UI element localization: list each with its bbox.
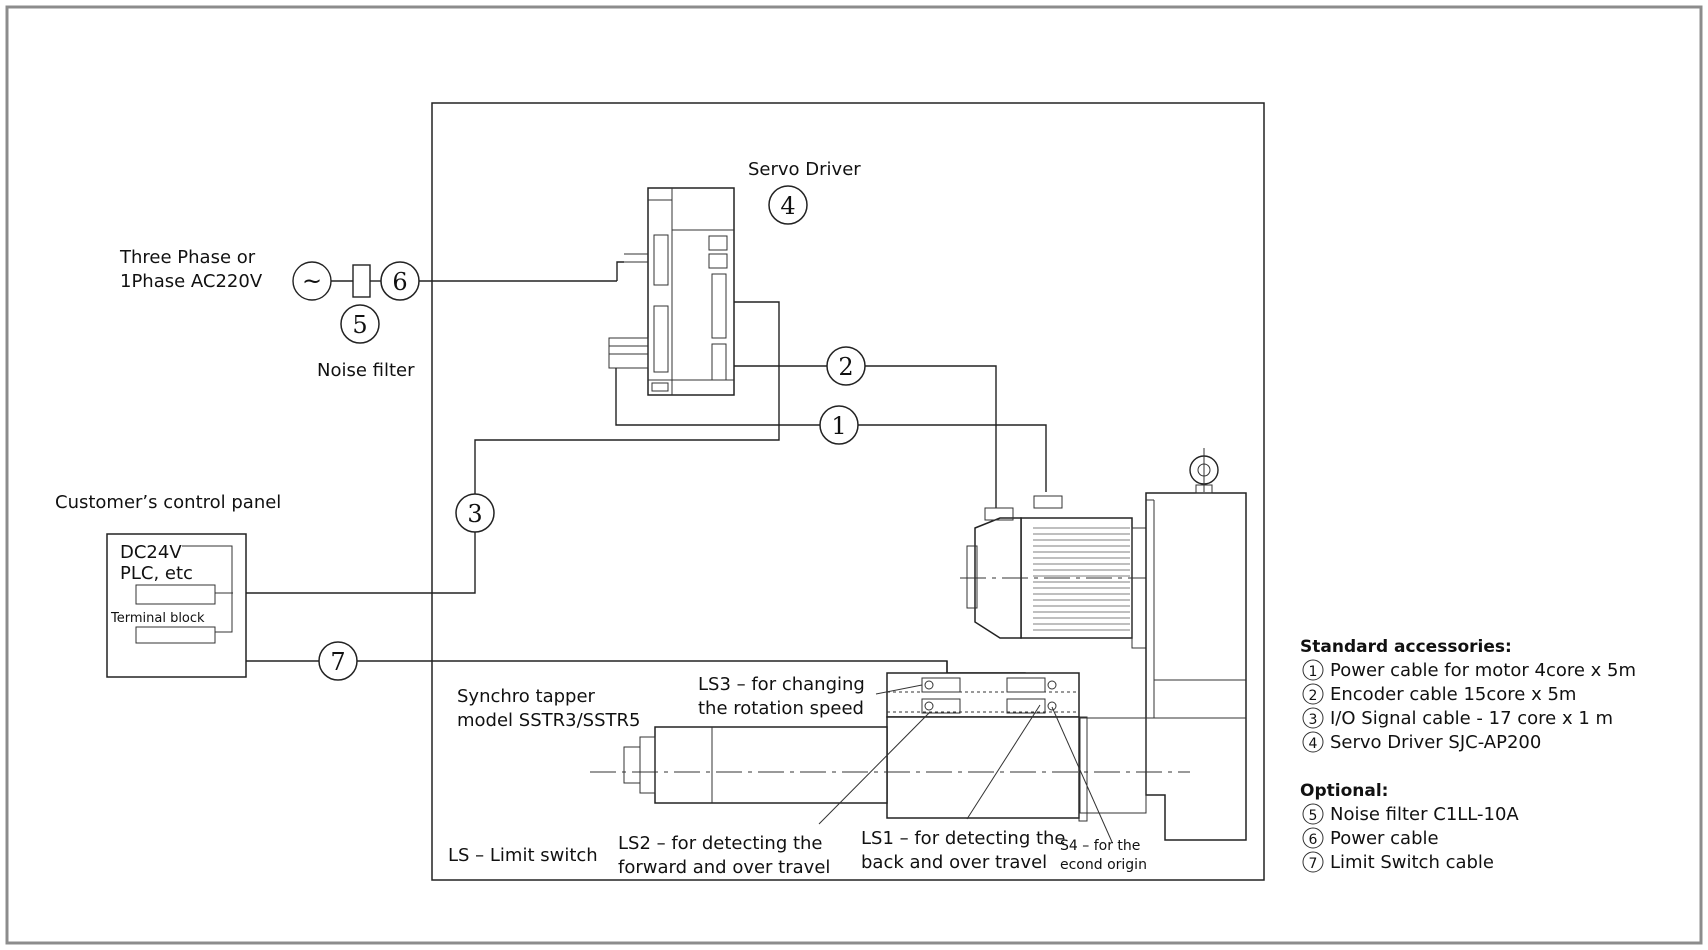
customer-control-panel: Customer’s control panel DC24V PLC, etc … (55, 492, 281, 678)
plc-block (135, 584, 216, 605)
limit-switch-housing (886, 672, 1080, 718)
ls2-label-line2: forward and over travel (618, 857, 830, 878)
marker-3-number: 3 (467, 500, 482, 528)
ac-source-symbol: ~ (302, 267, 322, 295)
ls1-label-line1: LS1 – for detecting the (861, 828, 1066, 849)
control-panel-line2: PLC, etc (120, 563, 193, 584)
spindle-head-frame (1079, 448, 1247, 841)
opt-item-6-num: 6 (1309, 832, 1318, 848)
std-item-3-num: 3 (1309, 712, 1318, 728)
marker-1: 1 (819, 405, 859, 445)
opt-item-7-num: 7 (1309, 856, 1318, 872)
standard-accessories-title: Standard accessories: (1300, 637, 1512, 657)
marker-5-number: 5 (352, 311, 367, 339)
encoder-cable-2 (734, 365, 997, 508)
std-item-2-num: 2 (1309, 688, 1318, 704)
marker-6: 6 (380, 261, 420, 301)
power-input-wire (616, 261, 624, 281)
power-source-label-line1: Three Phase or (119, 247, 256, 268)
opt-item-5-text: Noise filter C1LL-10A (1330, 804, 1519, 825)
std-item-4-num: 4 (1309, 736, 1318, 752)
terminal-block-label: Terminal block (110, 611, 205, 626)
s4-label-line1: S4 – for the (1060, 838, 1140, 854)
accessories-legend: Standard accessories: 1 Power cable for … (1300, 637, 1636, 873)
ls3-label-line1: LS3 – for changing (698, 674, 865, 695)
ls2-leader (818, 711, 931, 825)
marker-7-number: 7 (330, 648, 345, 676)
servo-motor (960, 495, 1215, 649)
tapper-label-line1: Synchro tapper (457, 686, 596, 707)
opt-item-7-text: Limit Switch cable (1330, 852, 1494, 873)
ls1-label-line2: back and over travel (861, 852, 1047, 873)
marker-2: 2 (826, 346, 866, 386)
s4-leader (1051, 706, 1113, 843)
control-panel-line1: DC24V (120, 542, 182, 563)
ls3-leader (875, 684, 923, 695)
spindle-nose (623, 746, 641, 784)
servo-driver-label: Servo Driver (748, 159, 861, 180)
opt-item-5-num: 5 (1309, 808, 1318, 824)
marker-4: 4 (768, 185, 808, 225)
std-item-2-text: Encoder cable 15core x 5m (1330, 684, 1576, 705)
std-item-1-num: 1 (1309, 664, 1318, 680)
marker-5: 5 (340, 304, 380, 344)
marker-2-number: 2 (838, 353, 853, 381)
power-source-label-line2: 1Phase AC220V (120, 271, 263, 292)
synchro-tapper (590, 672, 1190, 822)
ls-legend: LS – Limit switch (448, 845, 598, 866)
std-item-1-text: Power cable for motor 4core x 5m (1330, 660, 1636, 681)
ls3-label-line2: the rotation speed (698, 698, 864, 719)
servo-driver: Servo Driver (608, 159, 861, 396)
io-signal-cable-3 (233, 301, 780, 594)
optional-title: Optional: (1300, 781, 1388, 801)
control-panel-title: Customer’s control panel (55, 492, 281, 513)
s4-switch (1006, 698, 1046, 714)
terminal-block (135, 626, 216, 644)
marker-7: 7 (318, 641, 358, 681)
motor-rear-cap (974, 517, 1022, 639)
tapper-quill (654, 726, 888, 804)
encoder-connector (984, 507, 1014, 521)
tapper-label-line2: model SSTR3/SSTR5 (457, 710, 640, 731)
std-item-3-text: I/O Signal cable - 17 core x 1 m (1330, 708, 1613, 729)
marker-6-number: 6 (392, 268, 407, 296)
noise-filter-label: Noise filter (317, 360, 415, 381)
s4-label-line2: econd origin (1060, 857, 1147, 873)
ls2-label-line1: LS2 – for detecting the (618, 833, 823, 854)
opt-item-6-text: Power cable (1330, 828, 1439, 849)
marker-3: 3 (455, 493, 495, 533)
marker-1-number: 1 (831, 412, 846, 440)
tapper-body (886, 716, 1080, 819)
std-item-4-text: Servo Driver SJC-AP200 (1330, 732, 1541, 753)
power-connector (1033, 495, 1063, 509)
ls2-switch (921, 698, 961, 714)
marker-4-number: 4 (780, 192, 795, 220)
ls1-leader (966, 704, 1041, 820)
servo-driver-body (647, 187, 735, 396)
control-panel-box (106, 533, 247, 678)
